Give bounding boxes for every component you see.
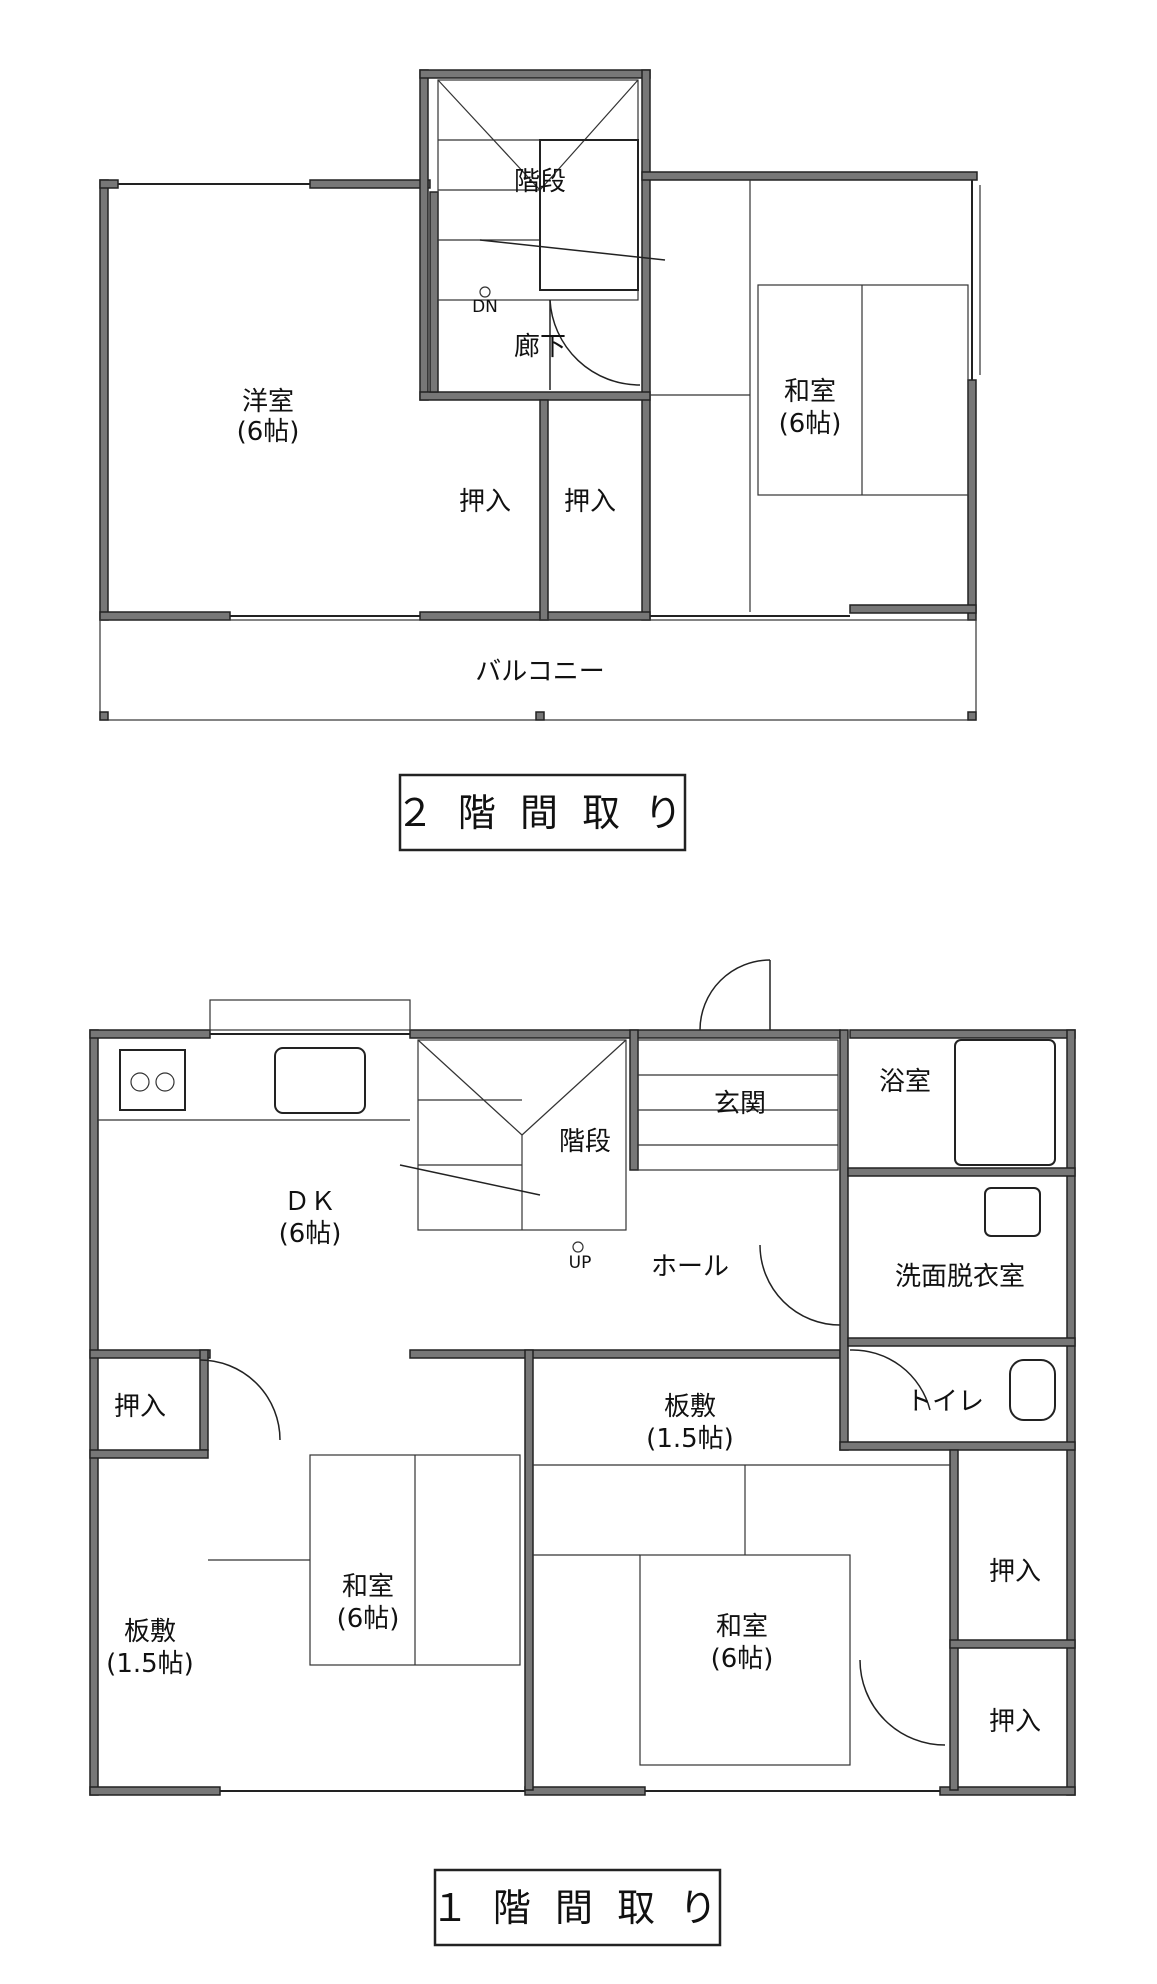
room-label-bath: 浴室 (879, 1067, 931, 1097)
room-label-closet-left-2f: 押入 (459, 487, 511, 517)
room-label-western: 洋室 (242, 387, 294, 417)
stair-tread (417, 1039, 523, 1136)
wall (939, 1786, 1076, 1796)
stair-tread (539, 79, 639, 191)
wall (849, 604, 977, 614)
room-label-closet-e-upper: 押入 (989, 1557, 1041, 1587)
wall (847, 1167, 1076, 1177)
wall (419, 611, 651, 621)
room-label-dk: ＤＫ (284, 1187, 336, 1217)
wall (309, 179, 431, 189)
entrance-floor (637, 1039, 839, 1171)
stair-tread (521, 1039, 627, 1136)
wall (99, 179, 109, 621)
burner (130, 1072, 150, 1092)
window-frame (209, 999, 411, 1031)
floor1-plan: ＤＫ (6帖) 階段 UP 玄関 ホール 浴室 洗面脱衣室 トイレ 押入 板敷 … (89, 959, 1076, 1947)
wall (524, 1786, 646, 1796)
room-label-stairs-2f: 階段 (514, 167, 566, 197)
label-up: UP (569, 1253, 592, 1273)
wall (99, 611, 231, 621)
wall (535, 711, 545, 721)
wall (409, 1349, 841, 1359)
room-label-closet-e-lower: 押入 (989, 1707, 1041, 1737)
wall (539, 399, 549, 621)
room-size-japanese-mid-1f: (6帖) (337, 1604, 400, 1634)
door-swing (849, 1349, 931, 1411)
room-size-board-left: (1.5帖) (106, 1649, 194, 1679)
wall (419, 69, 429, 401)
door-swing (859, 1659, 946, 1746)
door-swing (699, 959, 771, 1031)
room-label-board-left: 板敷 (124, 1617, 176, 1647)
door-swing (549, 299, 641, 386)
title-box-1f (433, 1868, 722, 1947)
room-label-japanese-mid-1f: 和室 (342, 1572, 394, 1602)
stair-tread (437, 79, 541, 191)
room-label-hall: ホール (651, 1252, 729, 1282)
wall (89, 1029, 99, 1796)
bathtub (954, 1039, 1056, 1166)
room-label-hallway: 廊下 (514, 332, 566, 362)
title-box-2f (398, 773, 687, 852)
up-marker (572, 1241, 584, 1253)
stair-arrow (479, 239, 666, 261)
wall (419, 391, 651, 401)
room-label-entrance: 玄関 (714, 1089, 766, 1119)
wall (641, 171, 978, 181)
dn-marker (479, 286, 491, 298)
wall (1066, 1029, 1076, 1796)
wall (839, 1029, 849, 1451)
burner (155, 1072, 175, 1092)
room-label-closet-right-2f: 押入 (564, 487, 616, 517)
room-label-board-center: 板敷 (664, 1392, 716, 1422)
wall (629, 1029, 639, 1171)
stove (119, 1049, 186, 1111)
door-swing (759, 1244, 841, 1326)
wall (409, 1029, 841, 1039)
wall (849, 1029, 1076, 1039)
wall (99, 179, 119, 189)
room-size-japanese-2f: (6帖) (779, 409, 842, 439)
floor2-title: ２ 階 間 取 り (396, 791, 688, 835)
wall (89, 1449, 209, 1459)
wall (429, 191, 439, 393)
wall (524, 1349, 534, 1791)
wall (89, 1029, 211, 1039)
wall (949, 1449, 959, 1791)
wall (641, 69, 651, 621)
room-size-western: (6帖) (237, 417, 300, 447)
toilet (1009, 1359, 1056, 1421)
wall (949, 1639, 1076, 1649)
room-label-balcony: バルコニー (475, 657, 604, 687)
wall (89, 1786, 221, 1796)
room-label-stairs-1f: 階段 (559, 1127, 611, 1157)
tatami (757, 284, 969, 496)
stair-arrow (399, 1164, 541, 1196)
label-dn: DN (472, 297, 498, 317)
wall (419, 69, 651, 79)
wall (89, 1349, 211, 1359)
wall (99, 711, 109, 721)
room-label-closet-nw-1f: 押入 (114, 1392, 166, 1422)
wall (199, 1349, 209, 1451)
wall (967, 379, 977, 621)
room-label-washroom: 洗面脱衣室 (895, 1262, 1025, 1292)
wall (839, 1441, 1076, 1451)
floor1-title: １ 階 間 取 り (431, 1886, 723, 1930)
floor2-plan: 洋室 (6帖) 階段 DN 廊下 押入 押入 和室 (6帖) バルコニー ２ 階… (99, 69, 981, 852)
room-size-dk: (6帖) (279, 1219, 342, 1249)
wash-basin (984, 1187, 1041, 1237)
kitchen-sink (274, 1047, 366, 1114)
room-size-board-center: (1.5帖) (646, 1424, 734, 1454)
room-label-japanese-right-1f: 和室 (716, 1612, 768, 1642)
wall (967, 711, 977, 721)
room-size-japanese-right-1f: (6帖) (711, 1644, 774, 1674)
stair-landing (539, 139, 639, 291)
room-label-toilet: トイレ (906, 1387, 984, 1417)
room-label-japanese-2f: 和室 (784, 377, 836, 407)
wall (847, 1337, 1076, 1347)
door-swing (199, 1359, 281, 1441)
